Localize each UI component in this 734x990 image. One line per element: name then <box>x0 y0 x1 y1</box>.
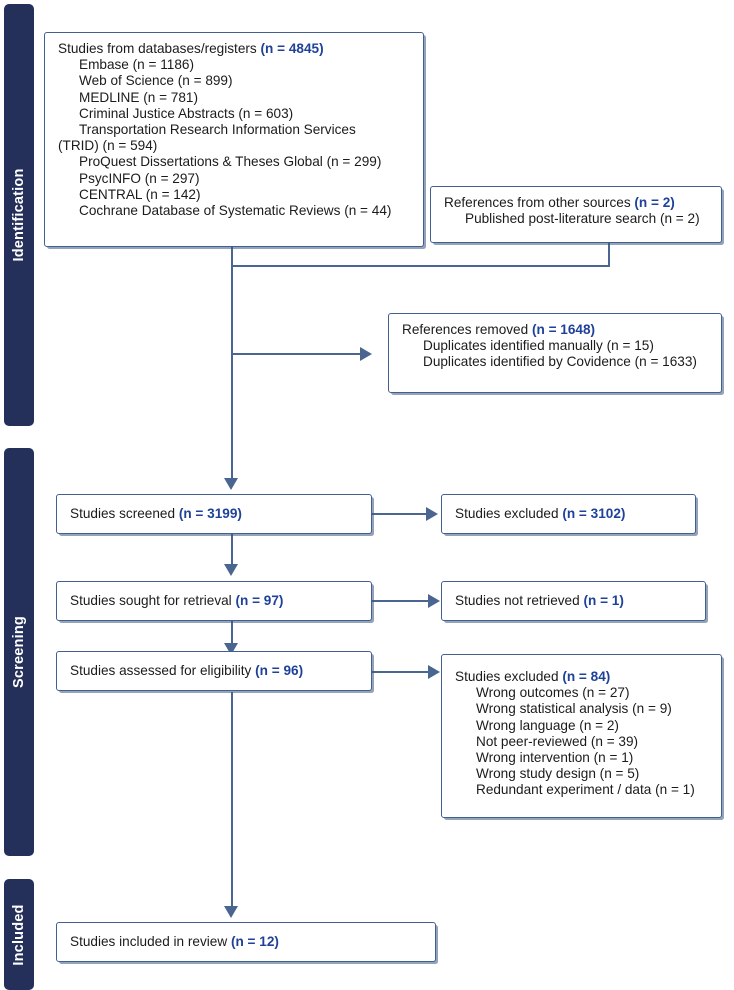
box-studies-excluded-screening: Studies excluded (n = 3102) <box>441 494 696 534</box>
count-screened: (n = 3199) <box>178 505 242 521</box>
count-other-sources: (n = 2) <box>634 195 675 210</box>
list-item: Duplicates identified manually (n = 15) <box>423 338 654 354</box>
box-title-removed: References removed (n = 1648) <box>402 322 596 337</box>
phase-bar-screening: Screening <box>4 448 34 856</box>
connector-databases-down <box>231 247 234 267</box>
box-references-removed: References removed (n = 1648) Duplicates… <box>388 313 722 393</box>
box-studies-included-in-review: Studies included in review (n = 12) <box>56 922 436 962</box>
count-screened-excluded: (n = 3102) <box>562 505 626 521</box>
list-item: Published post-literature search (n = 2) <box>465 211 700 227</box>
arrowhead-to-removed <box>360 347 372 361</box>
arrowhead-assessed-to-excluded <box>428 665 440 679</box>
box-list-databases: Embase (n = 1186) Web of Science (n = 89… <box>58 57 413 219</box>
list-item: PsycINFO (n = 297) <box>79 170 200 186</box>
count-removed: (n = 1648) <box>531 322 596 337</box>
arrowhead-assessed-to-included <box>224 906 238 918</box>
list-item: (TRID) (n = 594) <box>58 138 158 154</box>
box-title-included: Studies included in review (n = 12) <box>70 933 279 949</box>
count-not-retrieved: (n = 1) <box>583 592 624 608</box>
list-item: CENTRAL (n = 142) <box>79 186 201 202</box>
arrowhead-screened-to-excluded <box>426 507 438 521</box>
count-databases: (n = 4845) <box>260 41 324 56</box>
count-eligibility-excluded: (n = 84) <box>562 669 611 684</box>
box-list-removed: Duplicates identified manually (n = 15) … <box>402 338 711 370</box>
list-item: Wrong study design (n = 5) <box>476 766 640 782</box>
list-item: MEDLINE (n = 781) <box>79 89 198 105</box>
list-item: Wrong intervention (n = 1) <box>476 750 634 766</box>
box-studies-screened: Studies screened (n = 3199) <box>56 494 372 534</box>
box-list-eligibility-excluded: Wrong outcomes (n = 27) Wrong statistica… <box>455 685 711 798</box>
list-item: Web of Science (n = 899) <box>79 73 233 89</box>
phase-label-screening: Screening <box>11 616 27 688</box>
count-included: (n = 12) <box>230 933 279 949</box>
list-item: Cochrane Database of Systematic Reviews … <box>79 203 392 219</box>
list-item: Redundant experiment / data (n = 1) <box>476 782 695 798</box>
phase-bar-identification: Identification <box>4 4 34 426</box>
count-assessed: (n = 96) <box>255 662 304 678</box>
list-item: Wrong outcomes (n = 27) <box>476 685 630 701</box>
list-item: Criminal Justice Abstracts (n = 603) <box>79 105 294 121</box>
list-item: Embase (n = 1186) <box>79 57 194 73</box>
connector-trunk-to-screened <box>231 265 234 481</box>
connector-assessed-to-excluded <box>372 671 430 674</box>
list-item: Transportation Research Information Serv… <box>79 122 356 138</box>
connector-assessed-to-included <box>231 692 234 910</box>
box-title-not-retrieved: Studies not retrieved (n = 1) <box>455 592 624 608</box>
box-list-other-sources: Published post-literature search (n = 2) <box>444 211 711 227</box>
box-title-screened: Studies screened (n = 3199) <box>70 505 242 521</box>
phase-bar-included: Included <box>4 879 34 990</box>
list-item: Wrong statistical analysis (n = 9) <box>476 701 672 717</box>
connector-other-sources-down <box>608 243 611 267</box>
box-studies-assessed-for-eligibility: Studies assessed for eligibility (n = 96… <box>56 651 372 691</box>
arrowhead-screened-to-sought <box>224 564 238 576</box>
box-title-databases: Studies from databases/registers (n = 48… <box>58 41 324 56</box>
box-references-other-sources: References from other sources (n = 2) Pu… <box>430 186 722 243</box>
box-studies-not-retrieved: Studies not retrieved (n = 1) <box>441 581 706 621</box>
connector-sought-to-not-retrieved <box>372 600 430 603</box>
count-sought: (n = 97) <box>235 592 284 608</box>
connector-screened-to-sought <box>231 534 234 568</box>
list-item: ProQuest Dissertations & Theses Global (… <box>79 154 382 170</box>
arrowhead-sought-to-not-retrieved <box>428 594 440 608</box>
connector-merge-horizontal <box>231 265 610 268</box>
phase-label-identification: Identification <box>11 168 27 262</box>
arrowhead-to-screened <box>224 478 238 490</box>
list-item: Wrong language (n = 2) <box>476 717 619 733</box>
connector-sought-to-assessed <box>231 621 234 649</box>
list-item: Duplicates identified by Covidence (n = … <box>423 354 697 370</box>
box-studies-from-databases: Studies from databases/registers (n = 48… <box>44 32 424 247</box>
box-studies-excluded-eligibility: Studies excluded (n = 84) Wrong outcomes… <box>441 654 722 818</box>
box-title-screened-excluded: Studies excluded (n = 3102) <box>455 505 626 521</box>
phase-label-included: Included <box>11 903 27 966</box>
box-title-sought: Studies sought for retrieval (n = 97) <box>70 592 284 608</box>
connector-screened-to-excluded <box>372 513 428 516</box>
list-item: Not peer-reviewed (n = 39) <box>476 733 639 749</box>
box-title-eligibility-excluded: Studies excluded (n = 84) <box>455 669 611 684</box>
box-title-other-sources: References from other sources (n = 2) <box>444 195 675 210</box>
box-studies-sought-for-retrieval: Studies sought for retrieval (n = 97) <box>56 581 372 621</box>
box-title-assessed: Studies assessed for eligibility (n = 96… <box>70 662 304 678</box>
connector-to-removed <box>231 353 362 356</box>
